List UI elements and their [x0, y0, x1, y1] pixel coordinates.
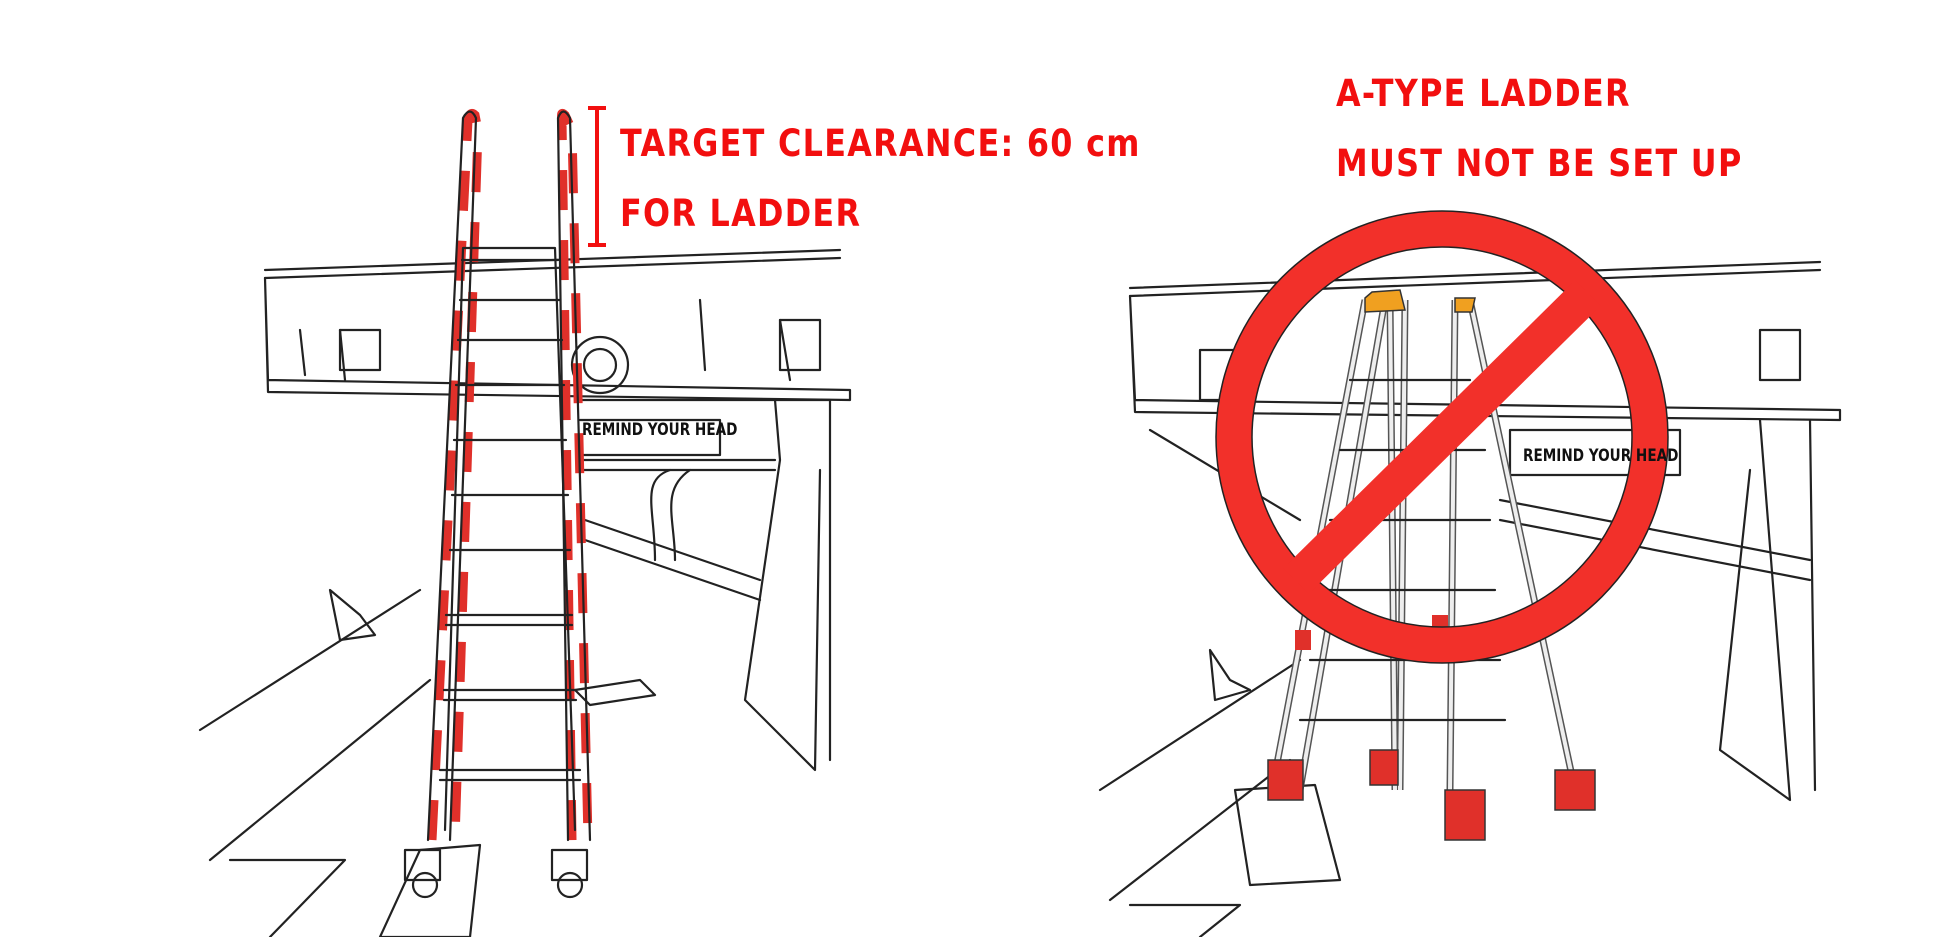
platform-ladder	[403, 108, 593, 899]
left-ground	[198, 588, 657, 937]
clearance-label-line2: FOR LADDER	[620, 192, 862, 235]
left-overhead-structure	[263, 248, 852, 772]
left-scene	[198, 106, 852, 937]
clearance-label-line1: TARGET CLEARANCE: 60 cm	[620, 122, 1141, 165]
right-scene	[1098, 210, 1842, 937]
right-head-sign: REMIND YOUR HEAD	[1523, 446, 1679, 466]
left-head-sign: REMIND YOUR HEAD	[582, 420, 738, 440]
no-symbol-icon	[1215, 210, 1669, 664]
warning-label-line2: MUST NOT BE SET UP	[1336, 142, 1743, 185]
warning-label-line1: A-TYPE LADDER	[1336, 72, 1631, 115]
clearance-bracket	[588, 106, 606, 247]
